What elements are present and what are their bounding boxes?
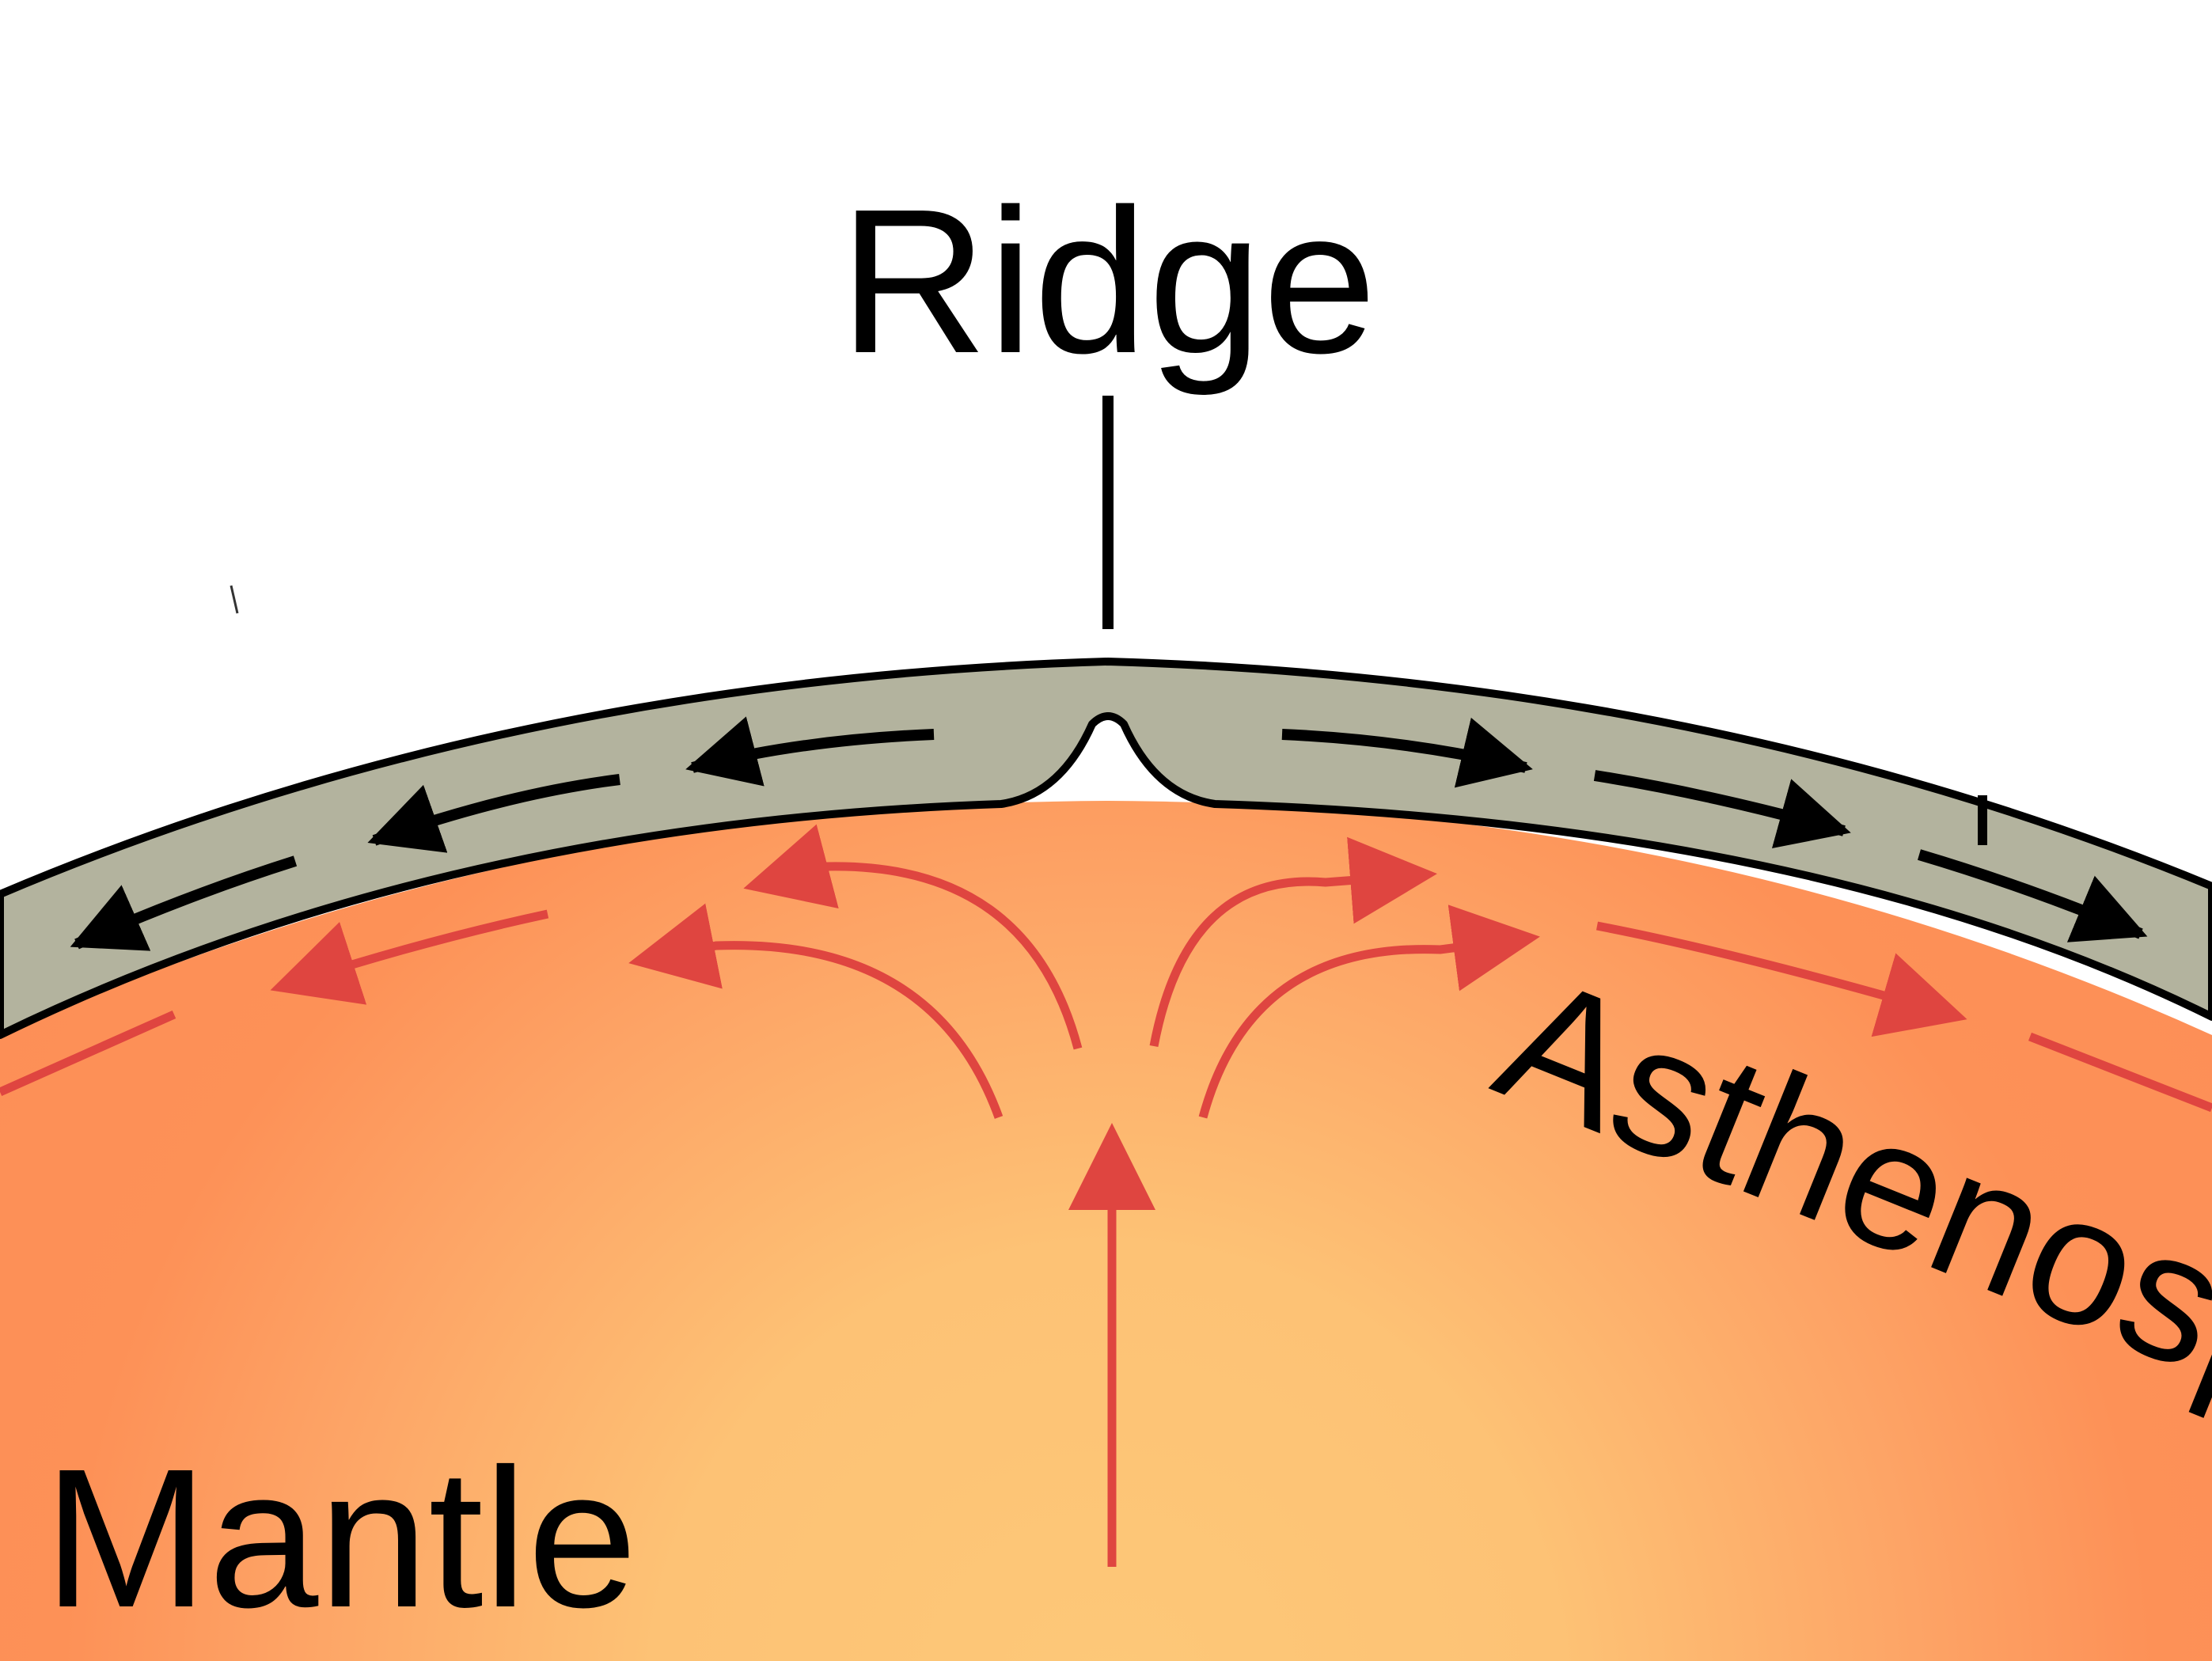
flow-dash-left <box>0 1010 176 1097</box>
flow-arrow-left-lower <box>628 903 1004 1119</box>
flow-arrow-right-lower <box>1198 904 1540 1119</box>
crust-plate <box>0 658 2212 1039</box>
plate-arrow <box>1281 717 1533 788</box>
plate-motion-arrows-left <box>70 716 935 951</box>
flow-arrow-far-right <box>1595 921 1967 1037</box>
plate-arrow <box>367 774 620 853</box>
plate-arrow <box>70 855 298 951</box>
plate-arrow <box>1918 849 2148 942</box>
mantle-label: Mantle <box>44 1428 637 1648</box>
flow-arrow-left-upper <box>743 824 1083 1050</box>
plate-arrow <box>1593 770 1851 849</box>
flow-arrow-right-upper <box>1149 836 1437 1048</box>
flow-dash-right <box>2028 1032 2212 1113</box>
ridge-label: Ridge <box>839 167 1376 397</box>
stray-mark <box>230 585 239 614</box>
flow-arrow-far-left <box>270 909 549 1005</box>
plate-arrow <box>685 716 935 787</box>
plate-motion-arrows-right <box>1281 717 2148 942</box>
convection-arrows <box>0 824 2212 1567</box>
mantle-region <box>0 801 2212 1661</box>
